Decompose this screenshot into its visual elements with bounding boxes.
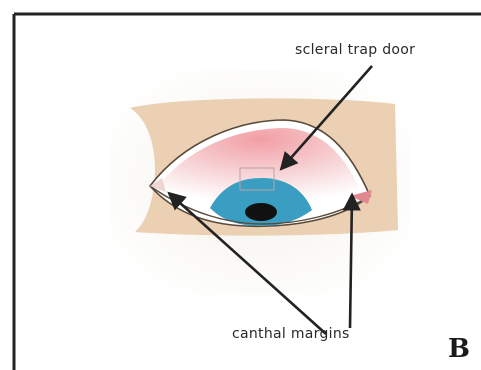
panel-letter: B xyxy=(448,334,470,364)
label-canthal-margins: canthal margins xyxy=(232,326,350,342)
pupil xyxy=(245,203,277,221)
label-scleral-trap-door: scleral trap door xyxy=(295,42,415,58)
